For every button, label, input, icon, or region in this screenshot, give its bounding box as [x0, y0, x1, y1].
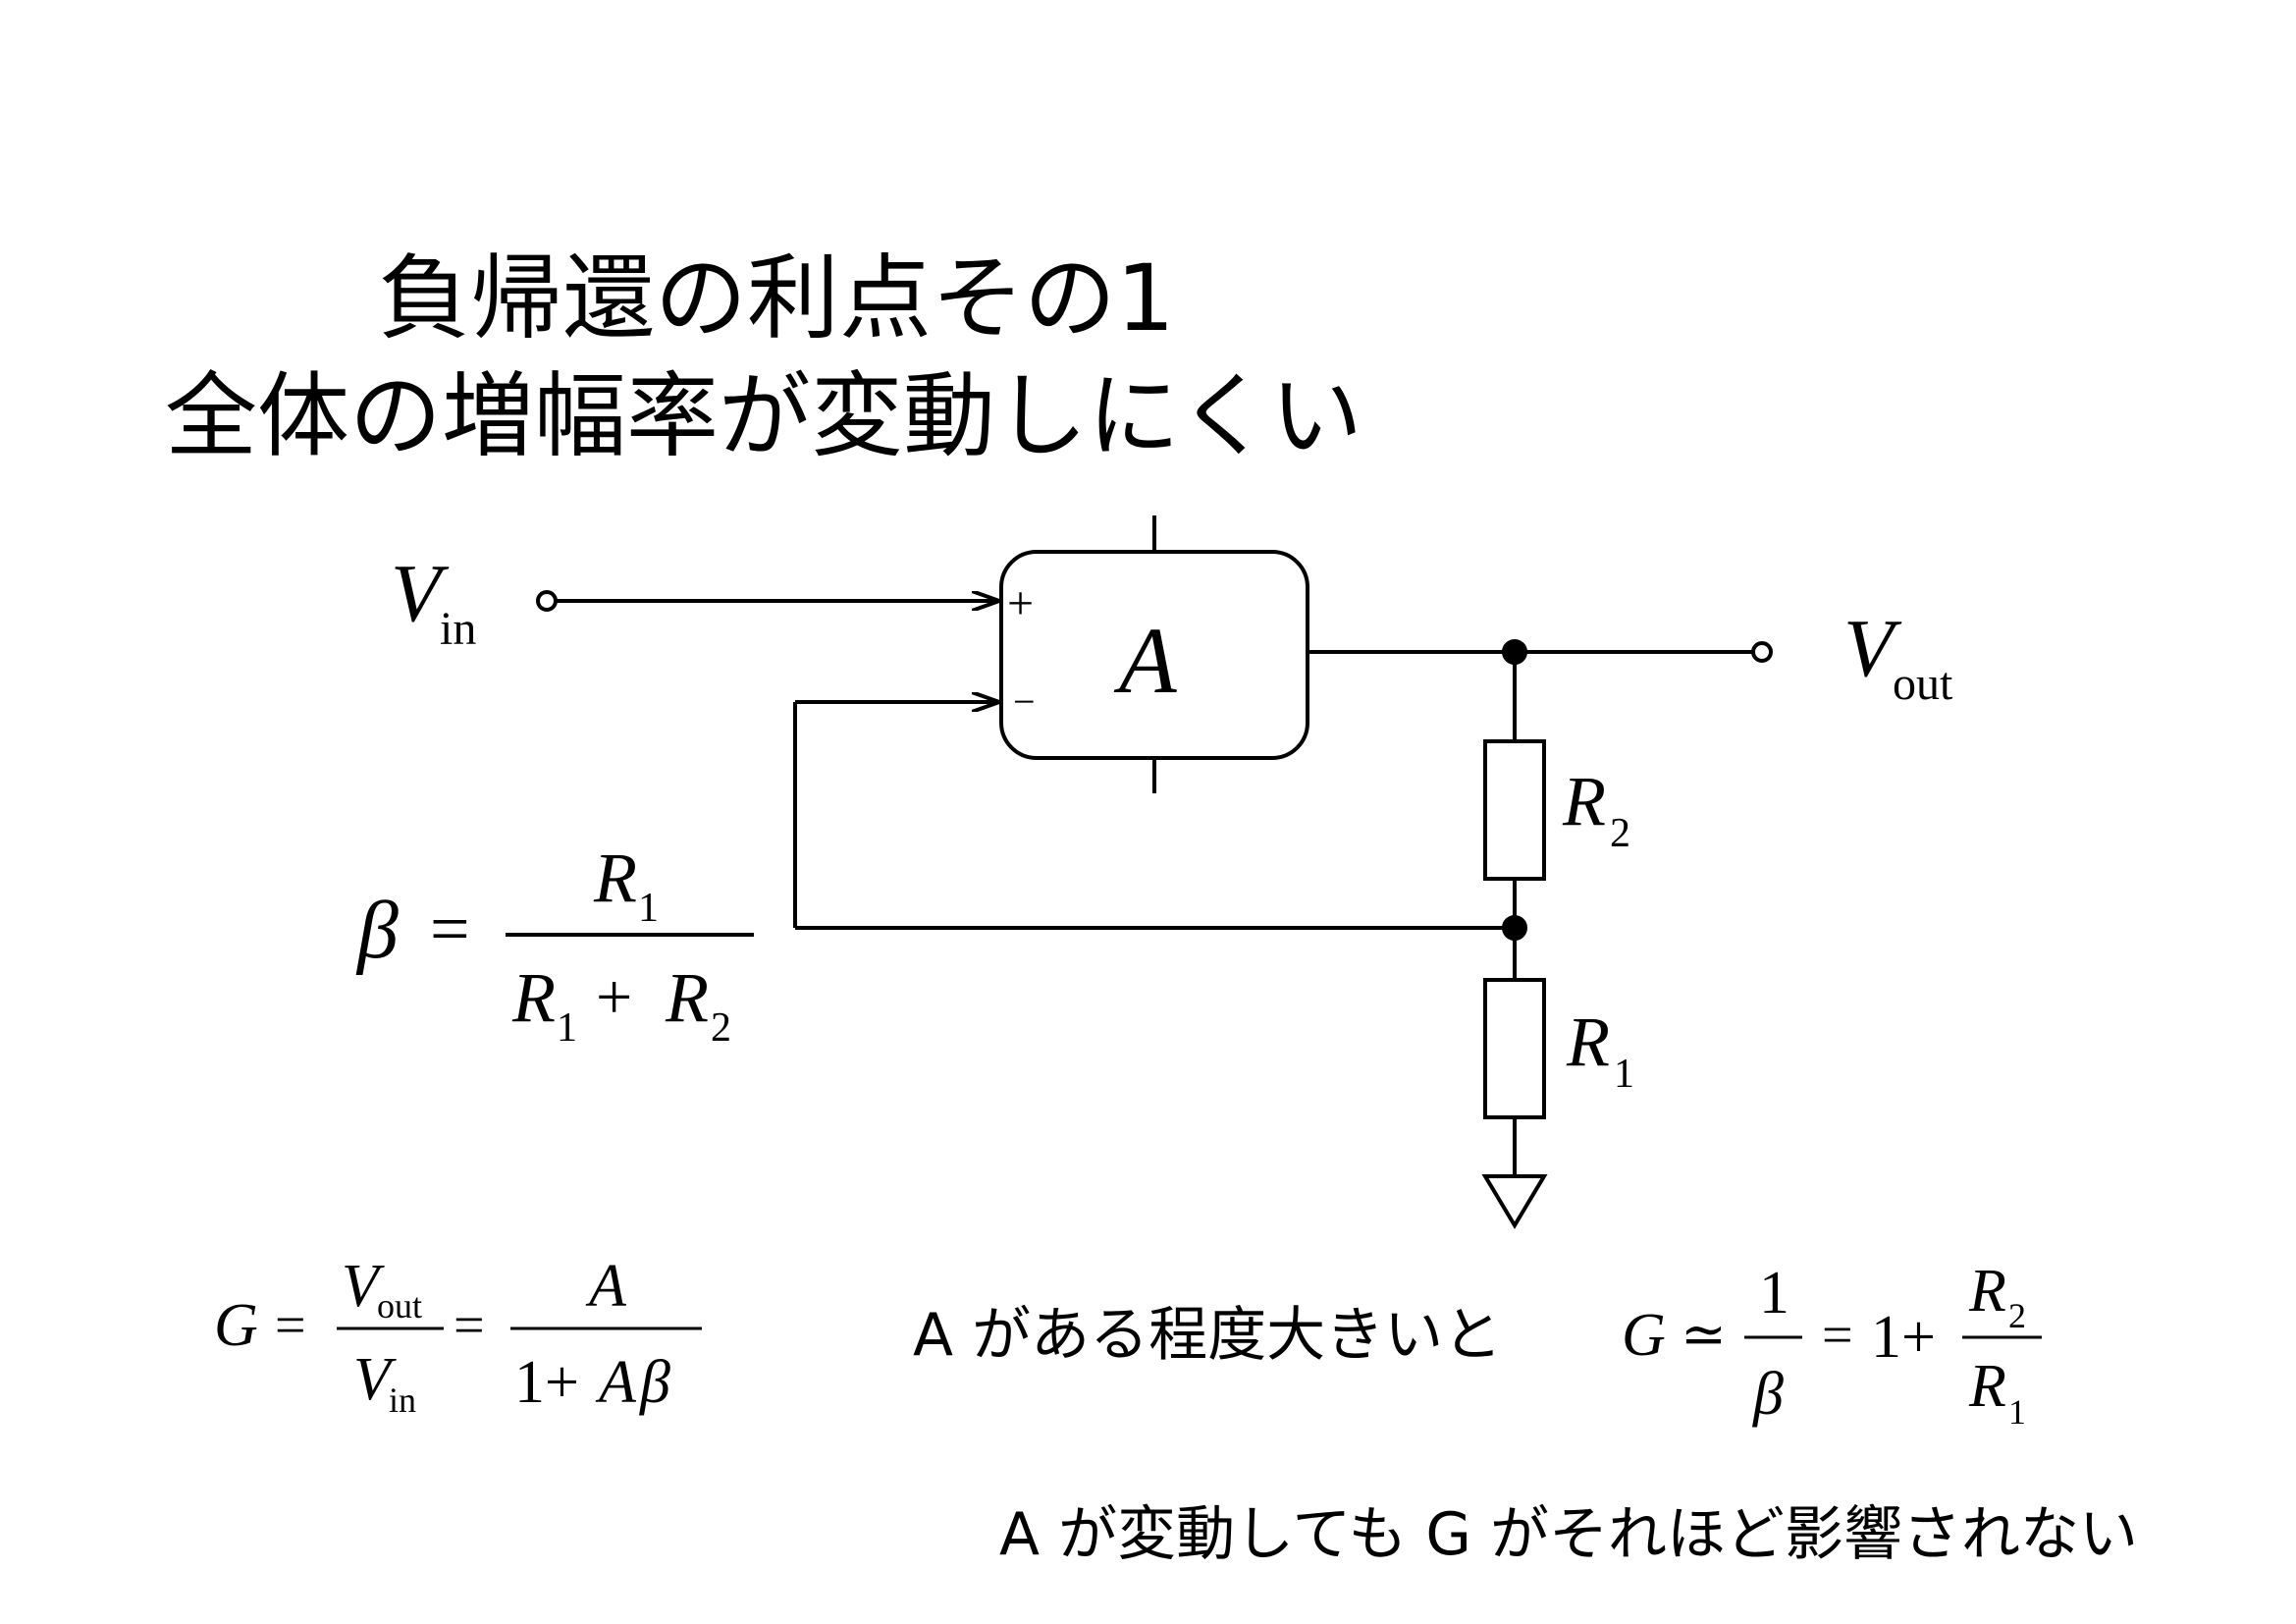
approx-numerator-sub: 2: [2008, 1296, 2026, 1335]
r1-label: R: [1566, 1002, 1610, 1081]
resistor-r2: [1483, 739, 1546, 881]
beta-denominator-r1: R: [511, 958, 556, 1037]
beta-equals: =: [430, 890, 470, 968]
gain-denominator-v: V: [353, 1346, 397, 1413]
beta-denominator-plus: +: [596, 961, 632, 1033]
gain-equals-2: =: [454, 1295, 485, 1356]
r1-label-sub: 1: [1614, 1052, 1634, 1097]
beta-denominator-r2: R: [665, 958, 709, 1037]
condition-text: A がある程度大きいと: [913, 1301, 1503, 1370]
beta-numerator-sub: 1: [638, 886, 659, 931]
gain-denominator-beta: β: [639, 1349, 670, 1416]
input-terminal: [536, 590, 558, 612]
approx-g: G: [1622, 1302, 1666, 1369]
beta-denominator-sub2: 2: [711, 1005, 731, 1051]
approx-equals: =: [1822, 1305, 1853, 1366]
ground-symbol: [1481, 1174, 1548, 1229]
approx-symbol: ≃: [1681, 1305, 1727, 1366]
plus-input-sign: +: [1007, 577, 1034, 629]
title-line-2: 全体の増幅率が変動しにくい: [165, 363, 1363, 470]
output-label: V: [1843, 603, 1902, 694]
beta-symbol: β: [355, 885, 399, 976]
approx-one-plus: 1+: [1871, 1304, 1936, 1371]
output-terminal: [1751, 641, 1773, 663]
beta-numerator-r: R: [593, 839, 637, 917]
gain-numerator-a: A: [585, 1253, 627, 1320]
r2-label: R: [1562, 762, 1606, 840]
gain-equals-1: =: [275, 1295, 306, 1356]
resistor-r1: [1483, 978, 1546, 1119]
gain-denominator-a: A: [595, 1349, 637, 1416]
gain-numerator-v: V: [342, 1253, 385, 1320]
approx-denominator-r: R: [1968, 1353, 2006, 1420]
conclusion-text: A が変動しても G がそれほど影響されない: [999, 1500, 2138, 1569]
input-label: V: [391, 548, 450, 639]
gain-numerator-sub: out: [377, 1286, 422, 1326]
beta-denominator-sub1: 1: [557, 1005, 577, 1051]
approx-denominator-beta: β: [1752, 1361, 1784, 1428]
output-label-sub: out: [1893, 658, 1953, 710]
approx-numerator-r: R: [1968, 1258, 2006, 1325]
gain-denominator-sub: in: [389, 1380, 416, 1420]
minus-input-sign: −: [1013, 679, 1036, 724]
approx-denominator-sub: 1: [2008, 1392, 2026, 1432]
r2-label-sub: 2: [1610, 811, 1630, 856]
gain-g: G: [214, 1292, 258, 1359]
amp-label: A: [1113, 608, 1177, 713]
gain-denominator-one-plus: 1+: [514, 1349, 579, 1416]
title-line-1: 負帰還の利点その1: [378, 245, 1175, 352]
approx-numerator-one: 1: [1759, 1260, 1789, 1326]
input-label-sub: in: [440, 603, 476, 655]
